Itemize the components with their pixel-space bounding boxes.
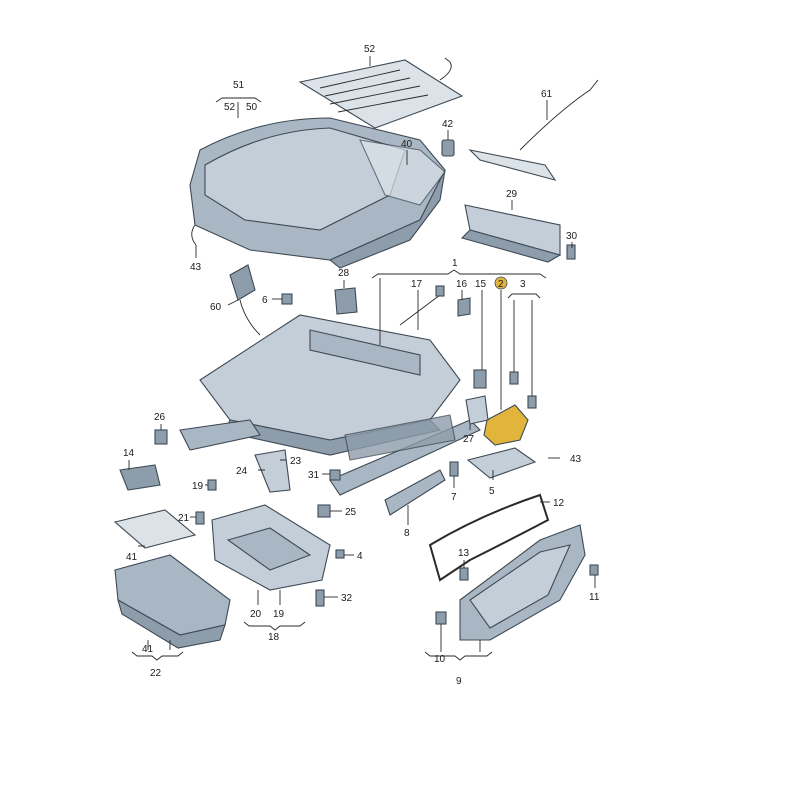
callout-7: 7	[451, 492, 457, 503]
screw-21	[195, 511, 205, 525]
callout-60: 60	[210, 302, 222, 313]
callout-14: 14	[123, 448, 135, 459]
callout-1: 1	[452, 258, 458, 269]
mat-41	[113, 509, 197, 549]
drawer-frame-18	[211, 504, 331, 591]
callout-3: 3	[520, 279, 526, 290]
bracket-23	[254, 449, 291, 493]
callout-31: 31	[308, 470, 320, 481]
callout-15: 15	[475, 279, 487, 290]
motor-2-highlighted	[483, 404, 529, 446]
callout-41-mat: 41	[126, 552, 138, 563]
callout-23: 23	[290, 456, 302, 467]
screw-32	[315, 589, 325, 607]
callout-27: 27	[463, 434, 475, 445]
callout-numbers: 52 51 52 50 42 40 61 29 30 43 28 60 6 1 …	[123, 44, 600, 687]
sensor-16	[457, 297, 471, 317]
callout-2-badge	[494, 276, 508, 290]
sensor-cable-61	[468, 79, 599, 181]
callout-22: 22	[150, 668, 162, 679]
belt-buckle-60	[229, 264, 261, 336]
callout-24: 24	[236, 466, 248, 477]
callout-20: 20	[250, 609, 262, 620]
heating-mat	[298, 57, 464, 129]
callout-2: 2	[498, 279, 504, 290]
callout-6: 6	[262, 295, 268, 306]
callout-8: 8	[404, 528, 410, 539]
bolt-6	[281, 293, 293, 305]
sensor-26	[154, 429, 168, 445]
callout-25: 25	[345, 507, 357, 518]
callout-51: 51	[233, 80, 245, 91]
callout-19-left: 19	[192, 481, 204, 492]
callout-43-top: 43	[190, 262, 202, 273]
connector-42	[441, 139, 455, 157]
storage-drawer-22	[114, 554, 231, 649]
nut-4	[335, 549, 345, 559]
clip-7	[449, 461, 459, 477]
callout-11: 11	[589, 592, 600, 603]
callout-17: 17	[411, 279, 423, 290]
callout-61: 61	[541, 89, 553, 100]
callout-13: 13	[458, 548, 470, 559]
adjust-rail-29	[460, 204, 562, 263]
bolt-31	[329, 469, 341, 481]
callout-40: 40	[401, 139, 413, 150]
screw-30	[566, 244, 576, 260]
cover-27	[465, 395, 489, 425]
clip-10	[435, 611, 447, 625]
callout-32: 32	[341, 593, 353, 604]
callout-19: 19	[273, 609, 285, 620]
wire-frame-12	[428, 493, 550, 582]
callout-30: 30	[566, 231, 578, 242]
callout-50: 50	[246, 102, 258, 113]
callout-10: 10	[434, 654, 446, 665]
callout-4: 4	[357, 551, 363, 562]
seat-frame	[179, 314, 481, 496]
screw-13	[459, 567, 469, 581]
callout-26: 26	[154, 412, 166, 423]
screw-19	[207, 479, 217, 491]
callout-43-right: 43	[570, 454, 582, 465]
callout-18: 18	[268, 632, 280, 643]
seat-cushion	[189, 117, 446, 269]
callout-16: 16	[456, 279, 468, 290]
trim-strip-8	[384, 469, 446, 516]
lever-5	[466, 447, 537, 479]
handle-14	[119, 464, 161, 491]
bracket-28	[334, 287, 358, 315]
side-panel-9	[459, 524, 586, 641]
callout-29: 29	[506, 189, 518, 200]
clip-25	[317, 504, 331, 518]
callout-21: 21	[178, 513, 190, 524]
callout-12: 12	[553, 498, 565, 509]
callout-52-top: 52	[364, 44, 376, 55]
callout-28: 28	[338, 268, 350, 279]
callout-42: 42	[442, 119, 454, 130]
sensor-17	[399, 285, 445, 326]
callout-leader-lines	[128, 56, 596, 661]
callout-5: 5	[489, 486, 495, 497]
latch-15	[473, 369, 487, 389]
callout-52: 52	[224, 102, 236, 113]
callout-9: 9	[456, 676, 462, 687]
clip-43	[191, 224, 197, 246]
clip-11	[589, 564, 599, 576]
callout-41: 41	[142, 644, 154, 655]
